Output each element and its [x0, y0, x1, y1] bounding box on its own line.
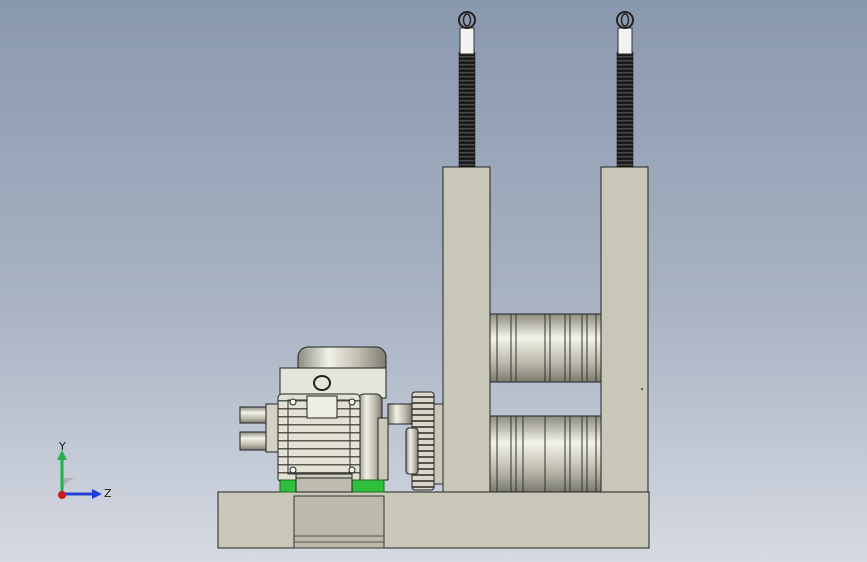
triad-y-label: Y	[58, 440, 66, 453]
drive-gear[interactable]	[387, 391, 444, 491]
left-adjust-screw[interactable]	[458, 11, 476, 168]
base-plate[interactable]	[217, 491, 650, 549]
triad-z-label: Z	[104, 487, 112, 500]
electric-motor[interactable]	[277, 375, 361, 491]
left-column[interactable]	[442, 166, 491, 493]
coordinate-triad-icon: Y Z	[57, 440, 112, 500]
right-adjust-screw[interactable]	[616, 11, 634, 168]
upper-roller[interactable]	[489, 313, 602, 383]
right-column[interactable]	[600, 166, 649, 493]
motor-shaft[interactable]	[239, 403, 279, 453]
motor-mount[interactable]	[279, 477, 385, 493]
gear-reducer[interactable]	[279, 346, 389, 483]
lower-roller[interactable]	[489, 415, 602, 493]
